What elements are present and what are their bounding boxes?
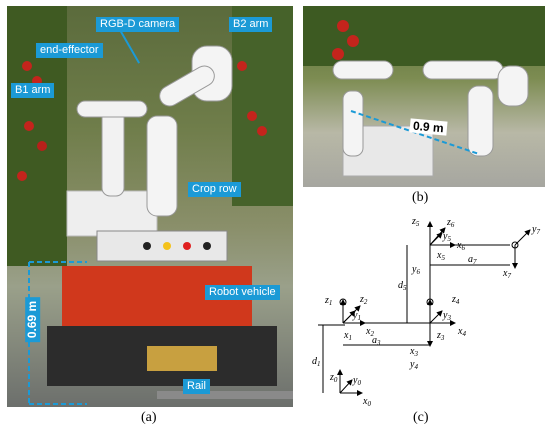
label-y1: y1 [352, 310, 361, 322]
label-x6: x6 [456, 240, 465, 252]
label-x2: x2 [365, 326, 374, 338]
label-x7: x7 [502, 268, 511, 280]
b1-arm-shape [76, 100, 148, 197]
height-dimension [28, 261, 87, 405]
label-y4: y4 [409, 359, 418, 371]
label-a3: a3 [372, 335, 381, 347]
label-x1: x1 [343, 330, 352, 342]
label-y3: y3 [442, 310, 451, 322]
label-z1: z1 [324, 295, 332, 307]
rgbd-camera-label: RGB-D camera [96, 17, 180, 32]
rail-label: Rail [183, 379, 210, 394]
label-d5: d5 [398, 280, 407, 292]
label-y5: y5 [442, 231, 451, 243]
end-effector-label: end-effector [36, 43, 103, 58]
label-z6: z6 [446, 217, 455, 229]
rail-shape [157, 391, 293, 399]
label-x5: x5 [436, 250, 445, 262]
robot-illustration-b [303, 6, 545, 177]
vehicle-body [62, 266, 252, 336]
panel-label-b: (b) [412, 190, 429, 205]
b2-arm-shape [146, 45, 233, 217]
label-z3: z3 [436, 330, 445, 342]
label-d1: d1 [312, 356, 321, 368]
label-z2: z2 [359, 294, 368, 306]
label-a7: a7 [468, 254, 477, 266]
label-y7: y7 [531, 224, 540, 236]
label-x3: x3 [409, 346, 418, 358]
label-y0: y0 [352, 375, 361, 387]
label-z0: z0 [329, 372, 338, 384]
label-y6: y6 [411, 264, 420, 276]
label-x0: x0 [362, 396, 371, 408]
panel-label-a: (a) [141, 410, 157, 425]
b1-arm-label: B1 arm [11, 83, 55, 98]
label-z5: z5 [411, 216, 420, 228]
label-z4: z4 [451, 294, 460, 306]
panel-label-c: (c) [413, 410, 429, 425]
b2-arm-label: B2 arm [229, 17, 273, 32]
label-x4: x4 [457, 326, 466, 338]
robot-vehicle-label: Robot vehicle [205, 285, 280, 300]
robot-photo-b [303, 6, 545, 187]
crop-row-label: Crop row [188, 182, 241, 197]
